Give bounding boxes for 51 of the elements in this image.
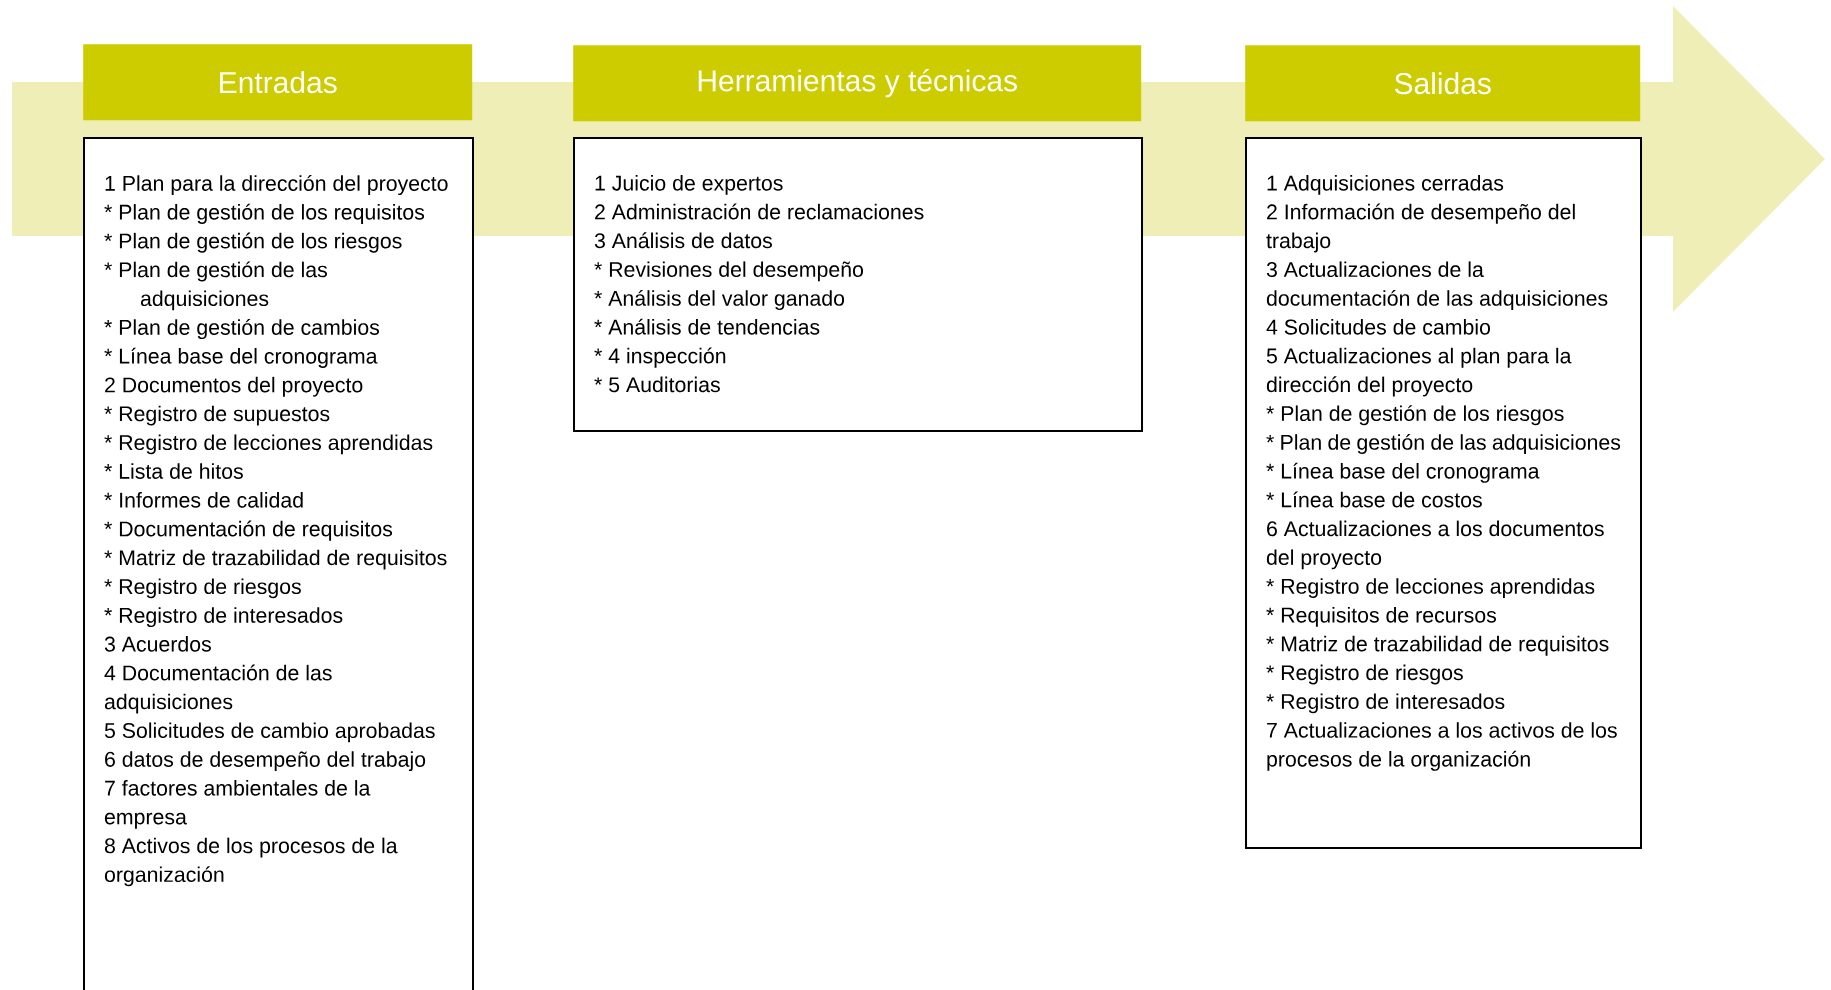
list-item: * Plan de gestión de los requisitos	[104, 203, 425, 224]
list-item: 4 Solicitudes de cambio	[1266, 319, 1490, 335]
list-item: 2 Documentos del proyecto	[105, 376, 363, 397]
list-item: 6 datos de desempeño del trabajo	[105, 751, 426, 772]
list-item: 4 Documentación de las adquisiciones	[104, 664, 332, 714]
header-title: Herramientas y técnicas	[698, 69, 1017, 98]
list-item: * Análisis de tendencias	[594, 318, 820, 335]
list-item: * 5 Auditorias	[594, 376, 720, 393]
list-item: * Plan de gestión de cambios	[104, 319, 380, 340]
list-item: * Requisitos de recursos	[1266, 607, 1497, 627]
list-item: 1 Adquisiciones cerradas	[1267, 175, 1504, 195]
list-item: 1 Juicio de expertos	[595, 175, 783, 195]
list-item: 2 Administración de reclamaciones	[595, 203, 924, 220]
list-item: * Registro de supuestos	[104, 405, 330, 426]
list-item: 1 Plan para la dirección del proyecto	[105, 175, 448, 196]
list-item: * Registro de interesados	[104, 607, 343, 628]
header-title: Salidas	[1394, 72, 1491, 95]
list-item: * Línea base del cronograma	[104, 347, 378, 368]
list-item: * Informes de calidad	[104, 492, 303, 508]
list-item: * Plan de gestión de los riesgos	[1266, 405, 1564, 426]
list-item: * Registro de lecciones aprendidas	[1266, 578, 1595, 599]
list-item: 7 factores ambientales de la empresa	[104, 780, 371, 829]
list-item: * Línea base de costos	[1266, 491, 1482, 508]
list-item: * Línea base del cronograma	[1266, 462, 1540, 483]
list-item: 7 Actualizaciones a los activos de los procesos de la organización	[1267, 722, 1617, 771]
list-item: * Lista de hitos	[104, 463, 243, 479]
list-item: * Matriz de trazabilidad de requisitos	[1266, 635, 1609, 656]
list-item: * Matriz de trazabilidad de requisitos	[104, 549, 447, 570]
list-item: * Registro de riesgos	[1266, 664, 1463, 685]
list-item: * 4 inspección	[594, 347, 726, 368]
list-item: * Registro de lecciones aprendidas	[104, 434, 433, 455]
list-item: * Análisis del valor ganado	[594, 289, 845, 311]
header-title: Entradas	[220, 71, 337, 94]
content-box	[83, 137, 474, 990]
list-item: 5 Actualizaciones al plan para la dirección del proyecto	[1266, 347, 1572, 397]
list-item: * Documentación de requisitos	[104, 520, 393, 541]
list-item: 2 Información de desempeño del trabajo	[1266, 203, 1575, 253]
list-item: 6 Actualizaciones a los documentos del proyecto	[1266, 520, 1604, 570]
list-item: 5 Solicitudes de cambio aprobadas	[104, 722, 435, 743]
list-item: * Plan de gestión de las adquisiciones	[104, 261, 327, 311]
list-item: * Plan de gestión de las adquisiciones	[1266, 433, 1621, 455]
content-box	[573, 137, 1143, 432]
content-box	[1245, 137, 1642, 849]
list-item: 3 Acuerdos	[104, 636, 211, 652]
list-item: * Registro de riesgos	[104, 578, 301, 599]
list-item: 8 Activos de los procesos de la organización	[104, 837, 398, 887]
list-item: * Plan de gestión de los riesgos	[104, 232, 402, 253]
list-item: * Revisiones del desempeño	[594, 261, 863, 282]
list-item: * Registro de interesados	[1266, 693, 1505, 714]
list-item: 3 Análisis de datos	[594, 232, 772, 249]
list-item: 3 Actualizaciones de la documentación de las adquisiciones	[1266, 261, 1608, 311]
